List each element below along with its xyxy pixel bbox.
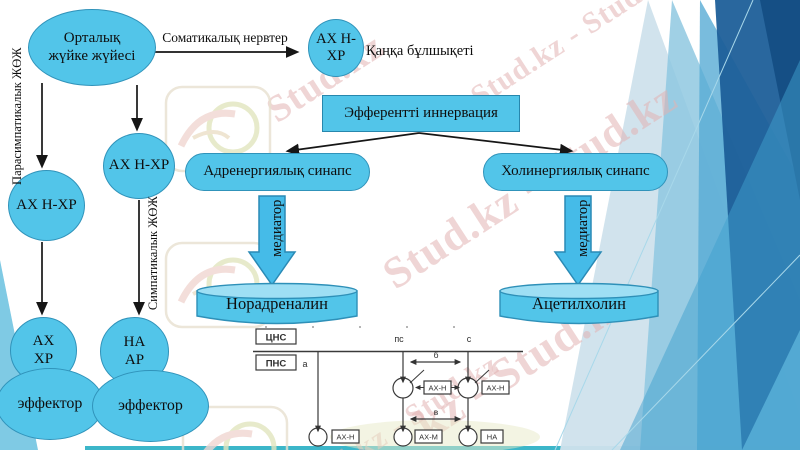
node-central-nervous-system: Орталық жүйке жүйесі: [28, 9, 156, 86]
label-noradrenaline: Норадреналин: [226, 294, 328, 313]
label-parasympathetic-ns: Парасимпатикалык ЖӨЖ: [9, 47, 24, 185]
arrow-to-cholinergic: [418, 132, 574, 156]
inset-synapse-slash-right: [474, 369, 490, 384]
node-efferent-innervation: Эфферентті иннервация: [322, 95, 520, 132]
connector-arrows: [36, 46, 574, 316]
inset-b-label: б: [434, 350, 439, 360]
inset-ps-label: пс: [394, 334, 404, 344]
node-ach-receptor-somatic: АХ Н-ХР: [308, 19, 364, 77]
arrow-to-adrenergic: [285, 132, 420, 156]
inset-pns-box: [255, 354, 297, 371]
label-skeletal-muscle: Қаңқа бұлшықеті: [366, 43, 474, 59]
inset-synapse-slash-left: [409, 369, 425, 384]
label-mediator-left: медиатор: [268, 199, 285, 257]
mediator-block-arrows: [247, 195, 603, 287]
inset-achn-right-label: АХ-Н: [487, 384, 505, 393]
node-effector-right: эффектор: [92, 370, 209, 442]
inset-cns-box: [255, 328, 297, 345]
inset-scheme: [253, 326, 523, 447]
inset-achn-right-box: [481, 380, 510, 395]
label-somatic-nerves: Соматикалық нервтер: [162, 30, 288, 45]
label-mediator-right: медиатор: [574, 199, 591, 257]
node-adrenergic-synapse: Адренергиялық синапс: [185, 153, 370, 191]
label-acetylcholine: Ацетилхолин: [532, 294, 626, 313]
inset-achn-bottom-label: АХ-Н: [337, 433, 355, 442]
node-ach-receptor-sympathetic: АХ Н-ХР: [103, 133, 175, 199]
inset-v-label: в: [434, 407, 439, 417]
node-cholinergic-synapse: Холинергиялық синапс: [483, 153, 668, 191]
inset-s-label: с: [467, 334, 472, 344]
inset-achm-label: АХ-М: [419, 433, 438, 442]
node-ach-receptor-parasympathetic: АХ Н-ХР: [8, 170, 85, 241]
label-sympathetic-ns: Симпатикалык ЖӨЖ: [145, 196, 160, 311]
inset-cns-label: ЦНС: [266, 333, 287, 344]
inset-na-label: НА: [487, 433, 497, 442]
inset-a-label: а: [302, 359, 307, 369]
inset-achn-mid-label: АХ-Н: [429, 384, 447, 393]
inset-pns-label: ПНС: [266, 359, 287, 370]
node-effector-left: эффектор: [0, 368, 104, 440]
